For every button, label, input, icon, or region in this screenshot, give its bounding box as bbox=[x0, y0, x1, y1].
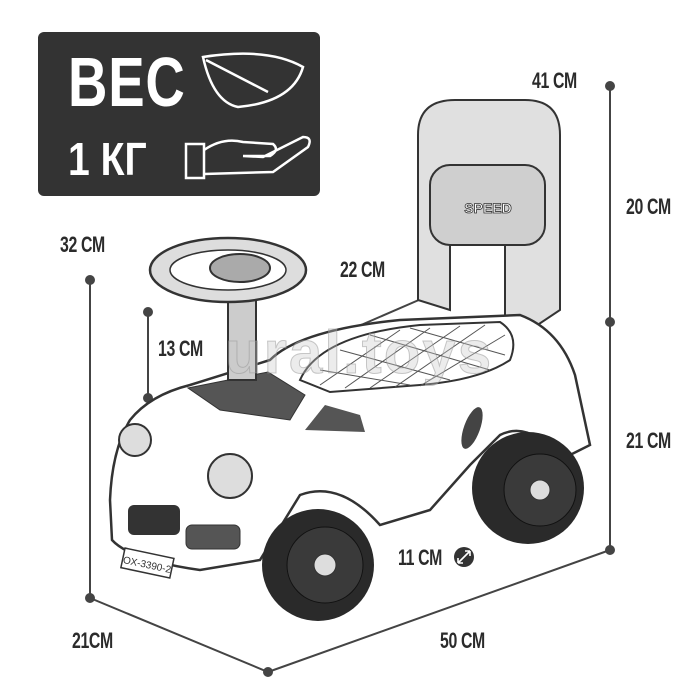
seat bbox=[298, 320, 515, 394]
weight-icons bbox=[184, 52, 311, 180]
seat-length-label: 22 CM bbox=[340, 257, 385, 282]
rear-wheel bbox=[472, 432, 584, 544]
column-height-label: 13 CM bbox=[158, 336, 203, 361]
total-height-label: 41 CM bbox=[532, 68, 577, 93]
steering-column bbox=[227, 289, 257, 381]
seat-height-label: 21 CM bbox=[626, 428, 671, 453]
weight-title: ВЕС bbox=[68, 43, 186, 121]
length-label: 50 CM bbox=[440, 628, 485, 653]
hand-icon bbox=[184, 135, 311, 180]
width-label: 21CM bbox=[72, 628, 113, 653]
wheel-diameter-label: 11 CM bbox=[398, 545, 442, 570]
steering-height-label: 32 CM bbox=[60, 232, 105, 257]
weight-value: 1 КГ bbox=[68, 133, 147, 185]
backrest: SPEED bbox=[417, 99, 561, 331]
weight-panel: ВЕС 1 КГ bbox=[38, 32, 320, 196]
backrest-height-label: 20 CM bbox=[626, 194, 671, 219]
watermark: ural.toys bbox=[224, 319, 494, 387]
speed-badge: SPEED bbox=[464, 200, 511, 216]
diameter-arrow-icon bbox=[454, 547, 474, 567]
front-wheel bbox=[262, 509, 374, 621]
feather-icon bbox=[201, 52, 305, 109]
